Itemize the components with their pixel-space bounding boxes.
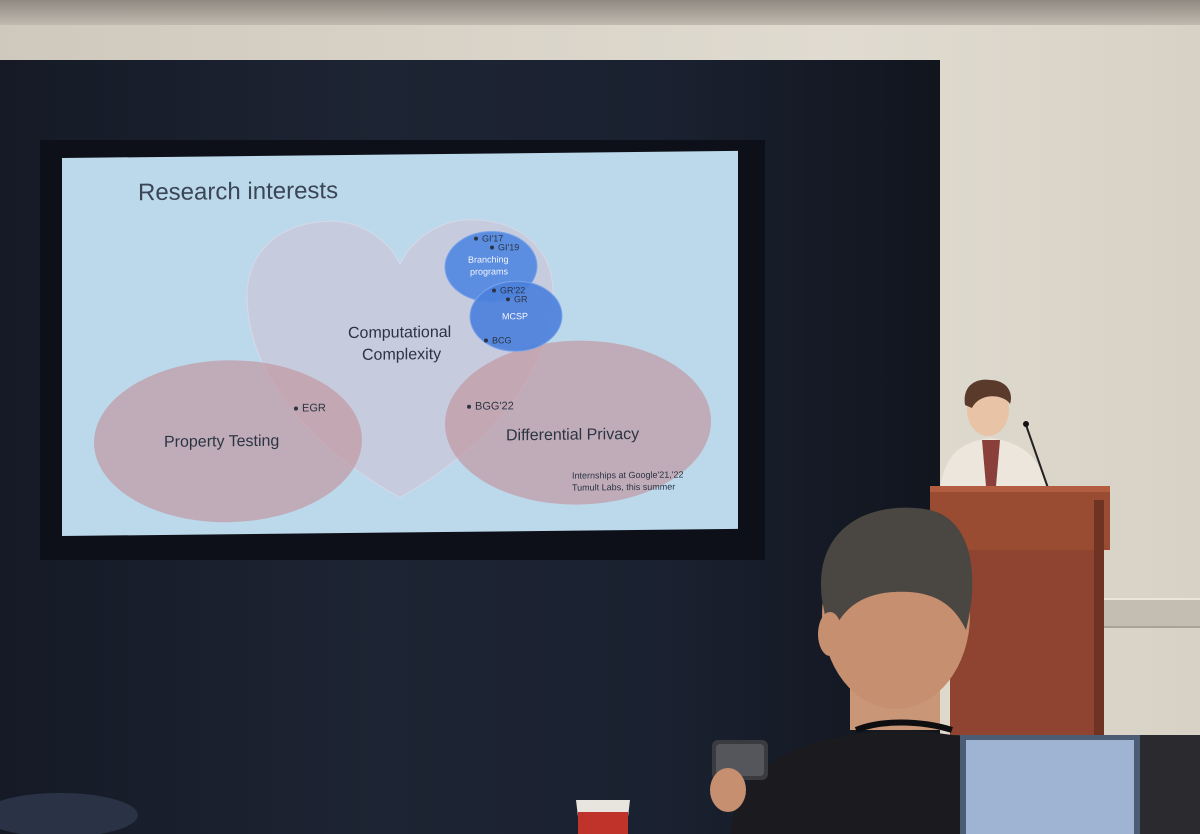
mcsp-circle xyxy=(469,280,563,352)
microphone-stand xyxy=(1025,424,1049,489)
coffee-cup xyxy=(576,800,630,834)
speaker xyxy=(940,379,1046,488)
venn-diagram xyxy=(94,219,711,523)
wall-chair-rail xyxy=(1095,598,1200,628)
laptop xyxy=(960,735,1140,834)
phone-in-hand xyxy=(710,740,768,812)
property-testing-oval xyxy=(94,360,362,523)
side-table xyxy=(0,793,138,834)
microphone-head xyxy=(1023,421,1029,427)
podium xyxy=(930,486,1110,740)
differential-privacy-oval xyxy=(445,340,711,505)
presentation-slide: Research interests Computational Complex… xyxy=(62,150,738,536)
